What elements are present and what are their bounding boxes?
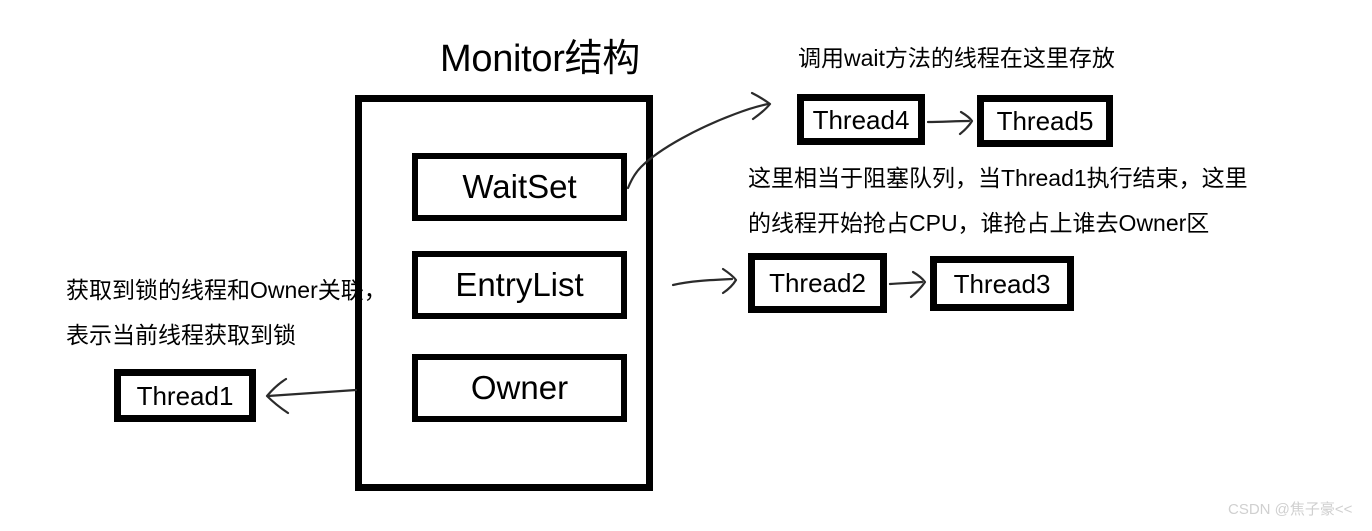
arrow-thread2-to-thread3 <box>888 270 927 299</box>
annotation-waitset: 调用wait方法的线程在这里存放 <box>798 45 1115 71</box>
thread2-label: Thread2 <box>769 268 866 298</box>
region-entrylist-label: EntryList <box>455 266 584 303</box>
annotation-entrylist-line2: 的线程开始抢占CPU，谁抢占上谁去Owner区 <box>748 210 1210 236</box>
thread-box-thread1[interactable]: Thread1 <box>114 369 256 422</box>
thread-box-thread2[interactable]: Thread2 <box>748 253 887 313</box>
thread-box-thread4[interactable]: Thread4 <box>797 94 925 145</box>
thread5-label: Thread5 <box>996 106 1094 136</box>
region-owner-label: Owner <box>470 369 569 406</box>
thread3-label: Thread3 <box>953 268 1051 299</box>
monitor-structure-box: WaitSet EntryList Owner <box>355 95 653 491</box>
annotation-owner-line2: 表示当前线程获取到锁 <box>66 322 296 348</box>
annotation-owner: 获取到锁的线程和Owner关联， 表示当前线程获取到锁 <box>66 268 387 358</box>
thread1-label: Thread1 <box>136 380 234 411</box>
region-waitset[interactable]: WaitSet <box>412 153 627 221</box>
annotation-entrylist: 这里相当于阻塞队列，当Thread1执行结束，这里 的线程开始抢占CPU，谁抢占… <box>748 156 1248 246</box>
arrow-owner-to-thread1 <box>265 377 358 415</box>
arrow-entrylist-to-thread2 <box>671 267 738 295</box>
region-owner[interactable]: Owner <box>412 354 627 422</box>
annotation-owner-line1: 获取到锁的线程和Owner关联， <box>66 277 387 303</box>
arrow-thread4-to-thread5 <box>926 110 974 136</box>
thread-box-thread5[interactable]: Thread5 <box>977 95 1113 147</box>
watermark: CSDN @焦子豪<< <box>1228 501 1353 518</box>
thread-box-thread3[interactable]: Thread3 <box>930 256 1074 311</box>
annotation-entrylist-line1: 这里相当于阻塞队列，当Thread1执行结束，这里 <box>748 165 1248 191</box>
page-title: Monitor结构 <box>440 38 641 80</box>
region-waitset-label: WaitSet <box>462 168 577 205</box>
region-entrylist[interactable]: EntryList <box>412 251 627 319</box>
thread4-label: Thread4 <box>812 104 910 135</box>
